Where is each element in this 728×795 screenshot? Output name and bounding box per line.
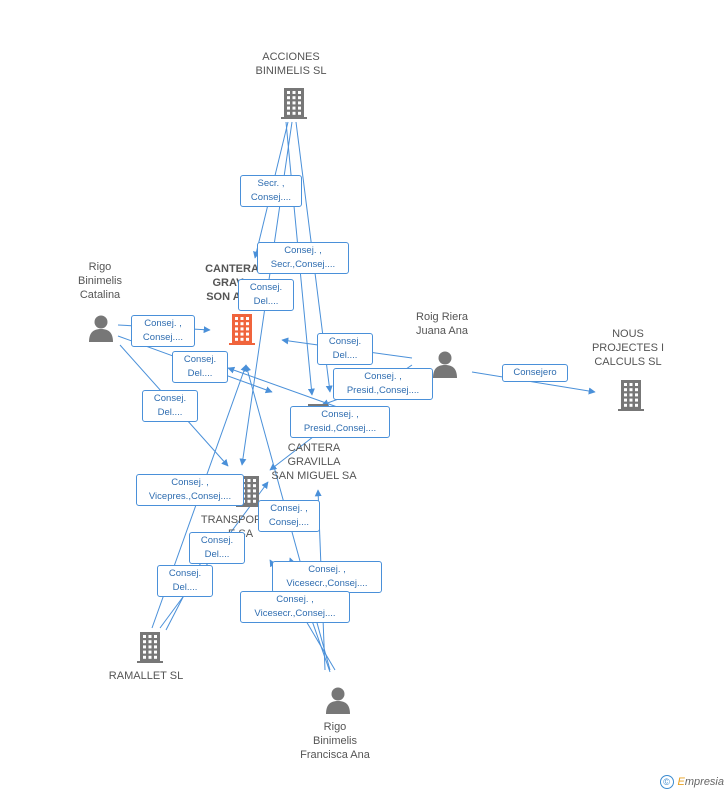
edge-label[interactable]: Consej. , Presid.,Consej.... [290, 406, 390, 438]
edge-label[interactable]: Consej. , Vicesecr.,Consej.... [272, 561, 382, 593]
edge-label[interactable]: Consej. , Secr.,Consej.... [257, 242, 349, 274]
edge-label-line: Del.... [187, 368, 213, 379]
edge-label-line: Consej. , [171, 477, 209, 488]
edge-label-line: Presid.,Consej.... [303, 423, 377, 434]
edge-label[interactable]: Consej. , Consej.... [258, 500, 320, 532]
edge-label-line: Del.... [172, 582, 198, 593]
building-icon[interactable] [616, 378, 646, 417]
edge-label-line: Consejero [513, 367, 557, 378]
node-label-line: CANTERA [287, 442, 341, 454]
node-label-line: TRANSPOR... [200, 514, 272, 526]
node-label-line: NOUS [612, 328, 644, 340]
node-cantera-sm[interactable]: CANTERA GRAVILLA SAN MIGUEL SA [271, 441, 356, 483]
edge-label[interactable]: Consej. Del.... [157, 565, 213, 597]
edge-label-line: Secr.,Consej.... [270, 259, 336, 270]
edge-line [227, 366, 341, 409]
node-label-line: Roig Riera [416, 311, 468, 323]
node-label-line: ACCIONES [262, 51, 320, 63]
node-acciones[interactable]: ACCIONES BINIMELIS SL [256, 50, 327, 78]
edge-label[interactable]: Consejero [502, 364, 568, 382]
edge-label-line: Consej. [168, 568, 202, 579]
node-label-line: BINIMELIS SL [255, 65, 327, 77]
node-label-line: Rigo [88, 261, 112, 273]
edge-label-line: Del.... [157, 407, 183, 418]
edge-label-line: Consej. , [364, 371, 402, 382]
node-nous[interactable]: NOUS PROJECTES I CALCULS SL [592, 327, 664, 369]
edge-label-line: Consej. [183, 354, 217, 365]
node-label-line: CALCULS SL [594, 356, 662, 368]
edge-label-line: Consej. [249, 282, 283, 293]
node-label-line: Catalina [79, 289, 121, 301]
node-label-line: Rigo [323, 721, 347, 733]
edge-line [471, 371, 596, 395]
edge-label-line: Del.... [253, 296, 279, 307]
edge-label[interactable]: Consej. Del.... [238, 279, 294, 311]
node-label-line: CANTERA [205, 263, 259, 275]
edge-label-line: Consej. , [308, 564, 346, 575]
footer: © Empresia [659, 775, 724, 789]
edge-label-line: Consej.... [250, 192, 292, 203]
person-icon[interactable] [88, 314, 114, 347]
edge-label-line: Del.... [332, 350, 358, 361]
edge-label[interactable]: Consej. Del.... [189, 532, 245, 564]
person-icon[interactable] [325, 686, 351, 719]
person-icon[interactable] [432, 350, 458, 383]
edge-label-line: Vicepres.,Consej.... [148, 491, 232, 502]
node-label-line: RAMALLET SL [108, 670, 184, 682]
edge-label-line: Secr. , [257, 178, 285, 189]
edge-label-line: Consej. [328, 336, 362, 347]
edge-label[interactable]: Consej. , Presid.,Consej.... [333, 368, 433, 400]
edge-label-line: Consej. , [284, 245, 322, 256]
node-label-line: Binimelis [312, 735, 358, 747]
edge-label-line: Consej. , [144, 318, 182, 329]
edge-label-line: Vicesecr.,Consej.... [254, 608, 336, 619]
edge-label-line: Vicesecr.,Consej.... [286, 578, 368, 589]
edge-label[interactable]: Secr. , Consej.... [240, 175, 302, 207]
building-icon[interactable] [279, 86, 309, 125]
building-icon-focus[interactable] [227, 312, 257, 351]
edge-label-line: Del.... [204, 549, 230, 560]
node-label-line: Juana Ana [416, 325, 468, 337]
node-ramallet[interactable]: RAMALLET SL [109, 669, 183, 683]
edge-label-line: Consej. , [270, 503, 308, 514]
edge-label[interactable]: Consej. Del.... [172, 351, 228, 383]
edge-label[interactable]: Consej. Del.... [317, 333, 373, 365]
node-label-line: SAN MIGUEL SA [271, 470, 357, 482]
edge-label[interactable]: Consej. , Vicesecr.,Consej.... [240, 591, 350, 623]
edge-label-line: Consej.... [268, 517, 310, 528]
edge-label[interactable]: Consej. Del.... [142, 390, 198, 422]
node-label-line: Francisca Ana [300, 749, 370, 761]
edge-label-line: Consej. [153, 393, 187, 404]
edge-label-line: Consej. , [276, 594, 314, 605]
node-label-line: Binimelis [77, 275, 123, 287]
node-label-line: PROJECTES I [591, 342, 665, 354]
copyright-icon: © [659, 775, 674, 789]
edge-label-line: Consej. , [321, 409, 359, 420]
edge-label-line: Presid.,Consej.... [346, 385, 420, 396]
building-icon[interactable] [135, 630, 165, 669]
node-label-line: GRAVILLA [287, 456, 341, 468]
edge-label-line: Consej. [200, 535, 234, 546]
edge-label-line: Consej.... [142, 332, 184, 343]
edge-label[interactable]: Consej. , Consej.... [131, 315, 195, 347]
edge-label[interactable]: Consej. , Vicepres.,Consej.... [136, 474, 244, 506]
brand-logo[interactable]: Empresia [677, 776, 724, 788]
